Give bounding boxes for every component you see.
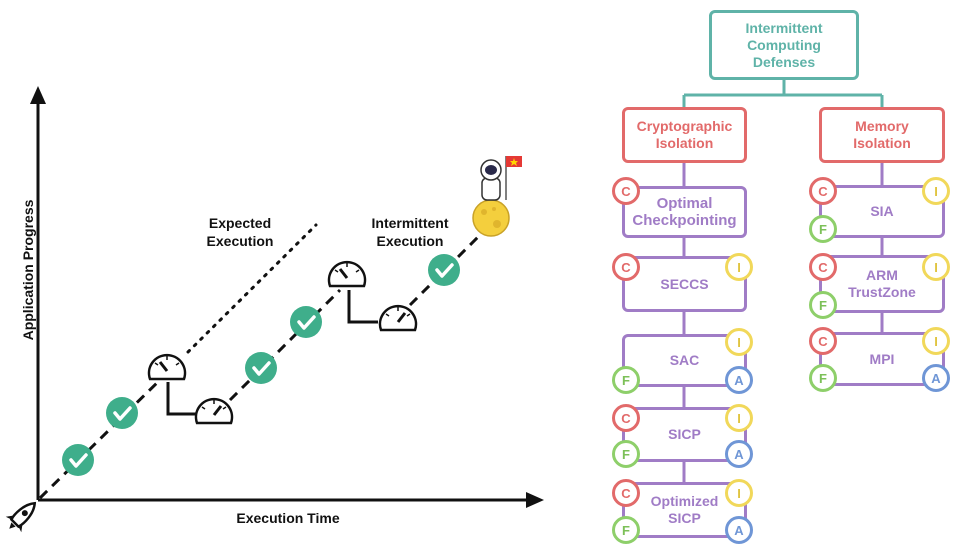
intermittent-label-line2: Execution xyxy=(376,233,444,249)
badge-f: F xyxy=(612,440,640,468)
root-node: Intermittent Computing Defenses xyxy=(709,10,859,80)
branch-crypto-line2: Isolation xyxy=(655,135,714,151)
badge-a: A xyxy=(725,440,753,468)
gauge-low-icon xyxy=(194,397,234,425)
intermittent-execution-label: Intermittent Execution xyxy=(360,214,460,250)
badge-a: A xyxy=(725,516,753,544)
item-label: SECCS xyxy=(660,275,709,292)
expected-execution-label: Expected Execution xyxy=(190,214,290,250)
badge-f: F xyxy=(809,215,837,243)
badge-f: F xyxy=(612,516,640,544)
badge-f: F xyxy=(612,366,640,394)
seccs-node: SECCS xyxy=(622,256,747,312)
item-label-line1: Optimized xyxy=(650,493,719,509)
x-axis-title: Execution Time xyxy=(236,510,340,526)
check-icon xyxy=(428,254,460,286)
badge-a: A xyxy=(922,364,950,392)
check-icon xyxy=(245,352,277,384)
badge-i: I xyxy=(922,327,950,355)
item-label-line1: Optimal xyxy=(656,195,713,212)
item-label: SIA xyxy=(870,203,894,219)
x-axis-arrow xyxy=(526,492,544,508)
check-icon xyxy=(290,306,322,338)
badge-i: I xyxy=(725,328,753,356)
badge-c: C xyxy=(809,177,837,205)
progress-plot xyxy=(5,86,544,533)
item-label-line2: TrustZone xyxy=(848,284,916,300)
intermittent-execution-path xyxy=(38,231,484,500)
badge-i: I xyxy=(725,253,753,281)
badge-c: C xyxy=(612,177,640,205)
gauge-low-icon xyxy=(378,304,418,332)
item-label-line2: SICP xyxy=(668,510,701,526)
gauge-full-icon xyxy=(327,260,367,288)
expected-label-line1: Expected xyxy=(208,215,272,231)
y-axis-arrow xyxy=(30,86,46,104)
badge-c: C xyxy=(612,253,640,281)
item-label: SAC xyxy=(669,352,700,368)
cryptographic-isolation-node: Cryptographic Isolation xyxy=(622,107,747,163)
intermittent-label-line1: Intermittent xyxy=(371,215,449,231)
item-label: MPI xyxy=(869,350,895,367)
badge-a: A xyxy=(725,366,753,394)
badge-i: I xyxy=(922,177,950,205)
branch-memory-line1: Memory xyxy=(855,118,909,134)
root-line1: Intermittent xyxy=(745,19,823,36)
gauge-full-icon xyxy=(147,353,187,381)
item-label-line2: Checkpointing xyxy=(632,212,737,229)
branch-crypto-line1: Cryptographic xyxy=(636,118,733,134)
expected-label-line2: Execution xyxy=(206,233,274,249)
check-icon xyxy=(62,444,94,476)
badge-c: C xyxy=(612,479,640,507)
branch-memory-line2: Isolation xyxy=(853,135,911,151)
badge-i: I xyxy=(725,479,753,507)
badge-c: C xyxy=(612,404,640,432)
optimal-checkpointing-node: Optimal Checkpointing xyxy=(622,186,747,238)
badge-f: F xyxy=(809,291,837,319)
expected-execution-line xyxy=(186,223,318,354)
item-label: SICP xyxy=(668,426,701,442)
badge-i: I xyxy=(922,253,950,281)
memory-isolation-node: Memory Isolation xyxy=(819,107,945,163)
badge-c: C xyxy=(809,327,837,355)
check-icon xyxy=(106,397,138,429)
root-line3: Defenses xyxy=(752,53,816,70)
badge-c: C xyxy=(809,253,837,281)
rocket-icon xyxy=(5,501,37,533)
badge-i: I xyxy=(725,404,753,432)
astronaut-on-moon-icon xyxy=(472,156,522,237)
item-label-line1: ARM xyxy=(866,267,898,283)
badge-f: F xyxy=(809,364,837,392)
failure-steps xyxy=(166,290,378,416)
root-line2: Computing xyxy=(747,36,821,53)
